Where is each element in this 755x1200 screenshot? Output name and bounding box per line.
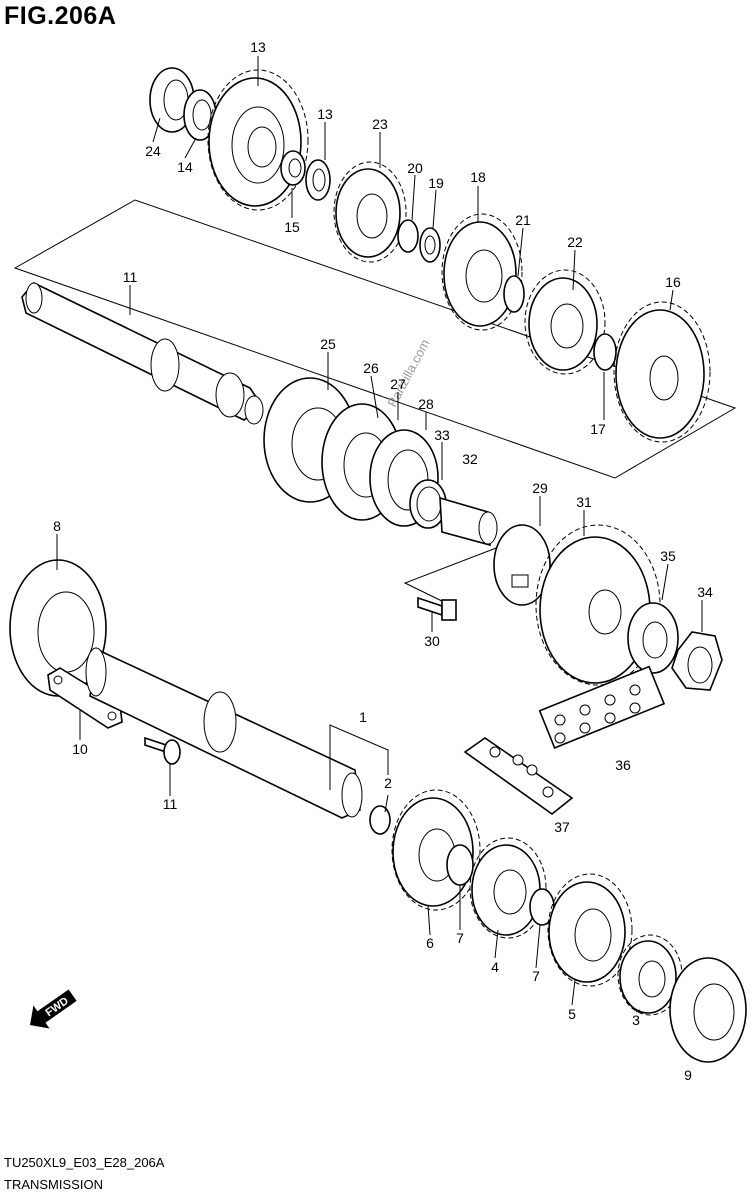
- callout-9-label: 9: [684, 1067, 692, 1083]
- callout-2: 2: [384, 775, 392, 791]
- callout-5: 5: [568, 1006, 576, 1022]
- part-21-circlip-2[interactable]: [503, 275, 525, 313]
- callout-35: 35: [660, 548, 676, 564]
- callout-21b: 21: [515, 212, 531, 228]
- figure-title: FIG.206A: [4, 2, 117, 30]
- callout-25: 25: [320, 336, 336, 352]
- part-36-chain[interactable]: [538, 665, 666, 749]
- part-3-gear[interactable]: [617, 934, 683, 1016]
- callout-34: 34: [697, 584, 713, 600]
- callout-19: 18: [470, 169, 486, 185]
- part-34-nut[interactable]: [671, 631, 723, 691]
- callout-8-label: 8: [53, 518, 61, 534]
- part-5-gear[interactable]: [547, 873, 633, 987]
- part-11-screw[interactable]: [144, 736, 181, 765]
- callout-16: 15: [284, 219, 300, 235]
- callout-18: 17: [590, 421, 606, 437]
- part-7-circlip[interactable]: [446, 844, 474, 886]
- part-16-needle-bearing[interactable]: [280, 150, 306, 186]
- callout-12: 11: [123, 269, 138, 285]
- callout-labels: 13 13 23 20 19 18 21 22 16 17 11 24 14 1…: [53, 39, 713, 1083]
- callout-20: 19: [428, 175, 444, 191]
- callout-26: 26: [363, 360, 379, 376]
- callout-29: 29: [532, 480, 548, 496]
- part-20-washer[interactable]: [419, 227, 441, 263]
- part-32-sleeve[interactable]: [439, 496, 498, 547]
- callout-13: 13: [250, 39, 266, 55]
- part-22-gear[interactable]: [524, 269, 606, 375]
- part-4-gear[interactable]: [469, 837, 547, 939]
- part-13-gear[interactable]: [207, 69, 309, 211]
- part-30-bolt[interactable]: [417, 596, 457, 621]
- callout-28: 28: [418, 396, 434, 412]
- figure-name: TRANSMISSION: [4, 1177, 103, 1192]
- part-37-joint[interactable]: [463, 737, 574, 816]
- callout-23: 23: [372, 116, 388, 132]
- fwd-arrow-icon: FWD: [30, 989, 77, 1029]
- part-12-countershaft[interactable]: [21, 282, 264, 425]
- part-15-washer[interactable]: [183, 89, 217, 141]
- part-19-gear[interactable]: [441, 213, 523, 331]
- part-23-gear[interactable]: [333, 161, 407, 263]
- callout-6: 6: [426, 935, 434, 951]
- callout-11-label: 11: [163, 796, 178, 812]
- countershaft-group-outline: [13, 199, 737, 479]
- callout-15: 14: [177, 159, 193, 175]
- part-1-driveshaft[interactable]: [85, 647, 363, 819]
- part-10-retainer[interactable]: [47, 667, 123, 729]
- callout-33: 33: [434, 427, 450, 443]
- callout-22: 22: [567, 234, 583, 250]
- callout-27: 27: [390, 376, 406, 392]
- callout-30: 30: [424, 633, 440, 649]
- part-18-washer[interactable]: [593, 333, 617, 371]
- part-35-lock-washer[interactable]: [627, 602, 679, 674]
- callout-36: 36: [615, 757, 631, 773]
- callout-17: 16: [665, 274, 681, 290]
- callout-3: 3: [632, 1012, 640, 1028]
- callout-4: 4: [491, 959, 499, 975]
- part-21-circlip[interactable]: [397, 219, 419, 253]
- callout-31: 31: [576, 494, 592, 510]
- callout-1: 1: [359, 709, 367, 725]
- part-33-o-ring[interactable]: [409, 479, 447, 529]
- part-14-washer[interactable]: [305, 159, 331, 201]
- part-2-needle-bearing[interactable]: [369, 805, 391, 835]
- callout-24: 24: [145, 143, 161, 159]
- sprocket-group-outline: [403, 534, 531, 606]
- part-9-bearing[interactable]: [669, 957, 747, 1063]
- figure-code: TU250XL9_E03_E28_206A: [4, 1155, 165, 1170]
- callout-32: 32: [462, 451, 478, 467]
- leader-lines: [56, 56, 703, 1013]
- callout-10: 10: [72, 741, 88, 757]
- part-17-gear[interactable]: [613, 301, 711, 443]
- callout-14: 13: [317, 106, 333, 122]
- callout-21: 20: [407, 160, 423, 176]
- callout-7: 7: [456, 930, 464, 946]
- callout-37: 37: [554, 819, 570, 835]
- callout-7b: 7: [532, 968, 540, 984]
- part-29-plate[interactable]: [493, 524, 551, 606]
